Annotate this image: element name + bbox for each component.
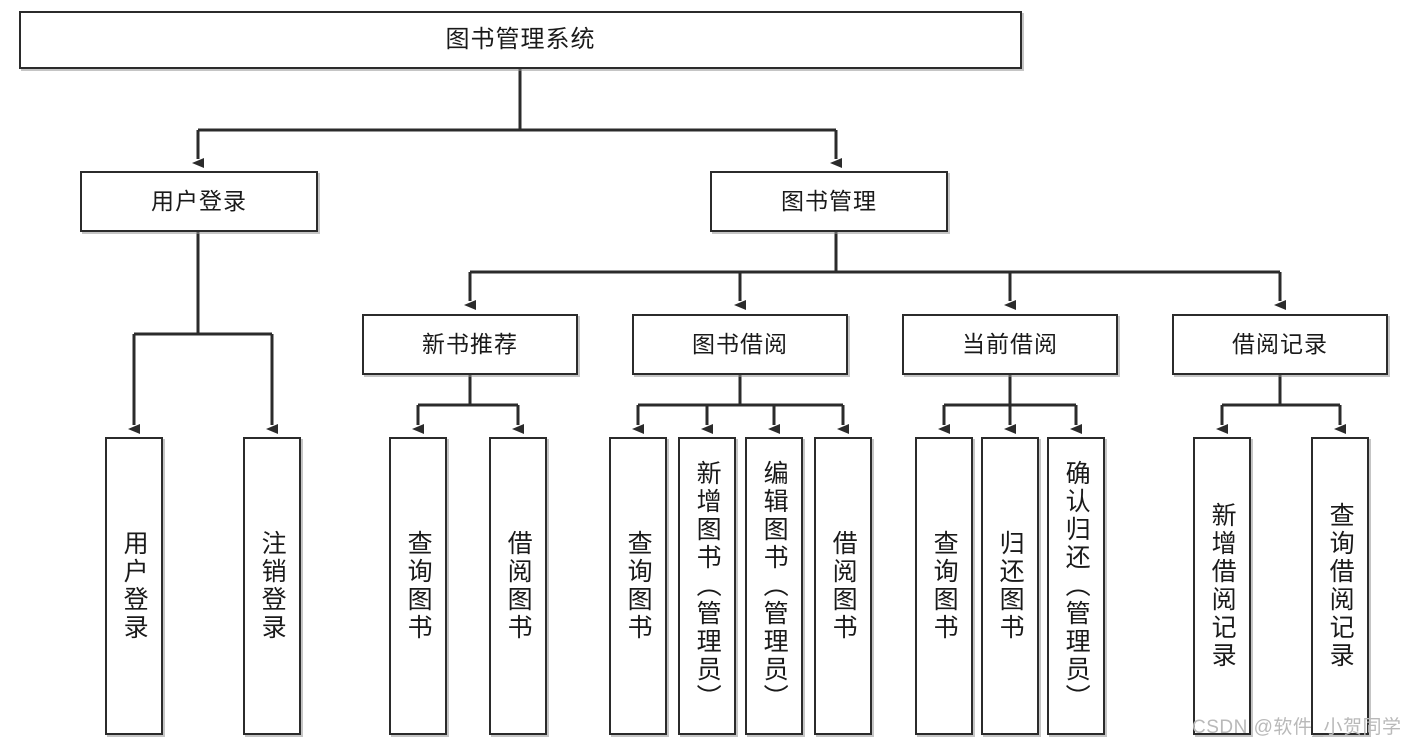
node-label: 借阅记录 xyxy=(1232,330,1328,357)
node-label: 新增借阅记录 xyxy=(1208,502,1237,670)
node-label: 借阅图书 xyxy=(829,530,858,642)
leaf-query-book-borrow[interactable]: 查询图书 xyxy=(609,437,667,735)
node-label: 归还图书 xyxy=(996,530,1025,642)
node-label: 新书推荐 xyxy=(422,330,518,357)
node-label: 查询图书 xyxy=(624,530,653,642)
leaf-borrow-book-recommendation[interactable]: 借阅图书 xyxy=(489,437,547,735)
node-label: 确认归还（管理员） xyxy=(1062,460,1091,712)
node-label: 查询图书 xyxy=(930,530,959,642)
leaf-query-borrow-record[interactable]: 查询借阅记录 xyxy=(1311,437,1369,735)
leaf-confirm-return-admin[interactable]: 确认归还（管理员） xyxy=(1047,437,1105,735)
node-root-book-management-system[interactable]: 图书管理系统 xyxy=(19,11,1022,69)
leaf-query-book-current[interactable]: 查询图书 xyxy=(915,437,973,735)
node-label: 当前借阅 xyxy=(962,330,1058,357)
leaf-edit-book-admin[interactable]: 编辑图书（管理员） xyxy=(745,437,803,735)
node-label: 注销登录 xyxy=(258,530,287,642)
leaf-user-login[interactable]: 用户登录 xyxy=(105,437,163,735)
node-label: 图书管理 xyxy=(781,187,877,214)
leaf-add-book-admin[interactable]: 新增图书（管理员） xyxy=(678,437,736,735)
node-label: 图书管理系统 xyxy=(445,25,596,53)
leaf-return-book[interactable]: 归还图书 xyxy=(981,437,1039,735)
node-label: 新增图书（管理员） xyxy=(693,460,722,712)
node-label: 用户登录 xyxy=(151,187,247,214)
node-current-borrow[interactable]: 当前借阅 xyxy=(902,314,1118,375)
node-user-login[interactable]: 用户登录 xyxy=(80,171,318,232)
node-new-book-recommendation[interactable]: 新书推荐 xyxy=(362,314,578,375)
csdn-watermark: CSDN @软件_小贺同学 xyxy=(1192,717,1402,738)
node-label: 编辑图书（管理员） xyxy=(760,460,789,712)
node-label: 图书借阅 xyxy=(692,330,788,357)
node-label: 借阅图书 xyxy=(504,530,533,642)
node-label: 用户登录 xyxy=(120,530,149,642)
node-label: 查询图书 xyxy=(404,530,433,642)
leaf-add-borrow-record[interactable]: 新增借阅记录 xyxy=(1193,437,1251,735)
node-book-borrow[interactable]: 图书借阅 xyxy=(632,314,848,375)
leaf-logout[interactable]: 注销登录 xyxy=(243,437,301,735)
node-borrow-record[interactable]: 借阅记录 xyxy=(1172,314,1388,375)
leaf-query-book-recommendation[interactable]: 查询图书 xyxy=(389,437,447,735)
node-label: 查询借阅记录 xyxy=(1326,502,1355,670)
leaf-borrow-book[interactable]: 借阅图书 xyxy=(814,437,872,735)
node-book-management[interactable]: 图书管理 xyxy=(710,171,948,232)
